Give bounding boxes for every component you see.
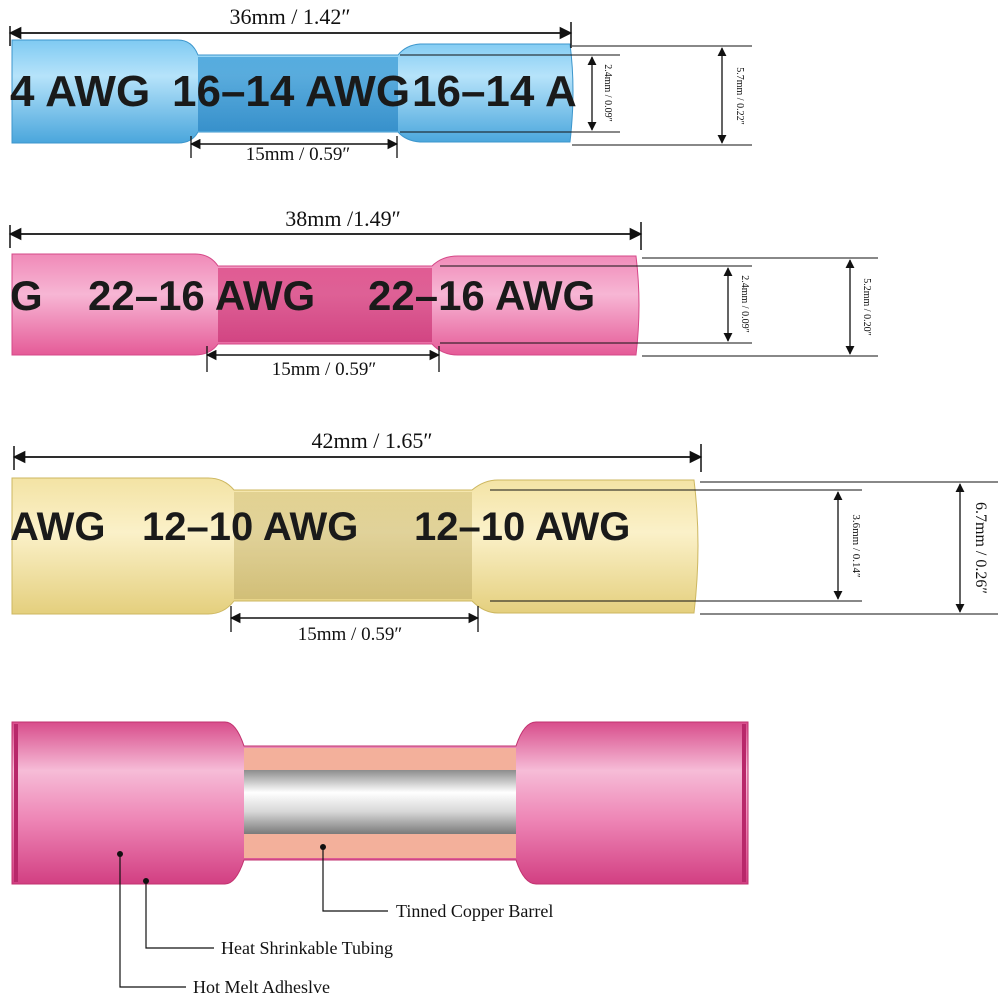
blue-print-right: 16–14 A (412, 67, 577, 116)
pink-connector: G 22–16 AWG 22–16 AWG 38mm /1.49″ 15mm /… (8, 206, 878, 380)
cutaway-barrel-label: Tinned Copper Barrel (396, 901, 553, 921)
pink-connector-barrel (218, 268, 432, 342)
blue-inner-label: 2.4mm / 0.09″ (602, 64, 613, 122)
yellow-length-label: 42mm / 1.65″ (312, 428, 433, 453)
pink-print-left: G (10, 272, 43, 319)
blue-mid-label: 15mm / 0.59″ (246, 144, 351, 165)
cutaway-connector: Tinned Copper Barrel Heat Shrinkable Tub… (11, 721, 749, 997)
cutaway-barrel-leader (322, 847, 388, 912)
yellow-connector: AWG 12–10 AWG 12–10 AWG 42mm / 1.65″ 15m… (10, 428, 998, 645)
pink-mid-label: 15mm / 0.59″ (272, 359, 377, 380)
yellow-print-mid: 12–10 AWG (142, 505, 358, 549)
blue-print-mid: 16–14 AWG (172, 67, 410, 116)
pink-length-label: 38mm /1.49″ (285, 206, 401, 231)
yellow-connector-barrel (234, 492, 472, 599)
pink-print-right: 22–16 AWG (368, 272, 595, 319)
yellow-outer-label: 6.7mm / 0.26″ (972, 502, 989, 594)
cutaway-metal-core (244, 770, 516, 834)
blue-print-left: 4 AWG (10, 67, 150, 116)
yellow-inner-label: 3.6mm / 0.14″ (850, 514, 862, 577)
blue-outer-label: 5.7mm / 0.22″ (734, 67, 745, 125)
pink-outer-label: 5.2mm / 0.20″ (861, 278, 872, 336)
blue-connector: 4 AWG 16–14 AWG 16–14 A 36mm / 1.42″ 15m… (8, 4, 752, 165)
yellow-print-left: AWG (10, 505, 106, 549)
blue-connector-barrel (198, 57, 398, 131)
cutaway-tubing-label: Heat Shrinkable Tubing (221, 938, 393, 958)
blue-length-label: 36mm / 1.42″ (230, 4, 351, 29)
cutaway-tubing-leader (145, 881, 214, 949)
pink-inner-label: 2.4mm / 0.09″ (739, 275, 750, 333)
cutaway-adhesive-leader (119, 854, 186, 988)
yellow-mid-label: 15mm / 0.59″ (298, 624, 403, 645)
cutaway-adhesive-label: Hot Melt Adheslve (193, 977, 330, 997)
yellow-print-right: 12–10 AWG (414, 505, 630, 549)
pink-print-mid: 22–16 AWG (88, 272, 315, 319)
